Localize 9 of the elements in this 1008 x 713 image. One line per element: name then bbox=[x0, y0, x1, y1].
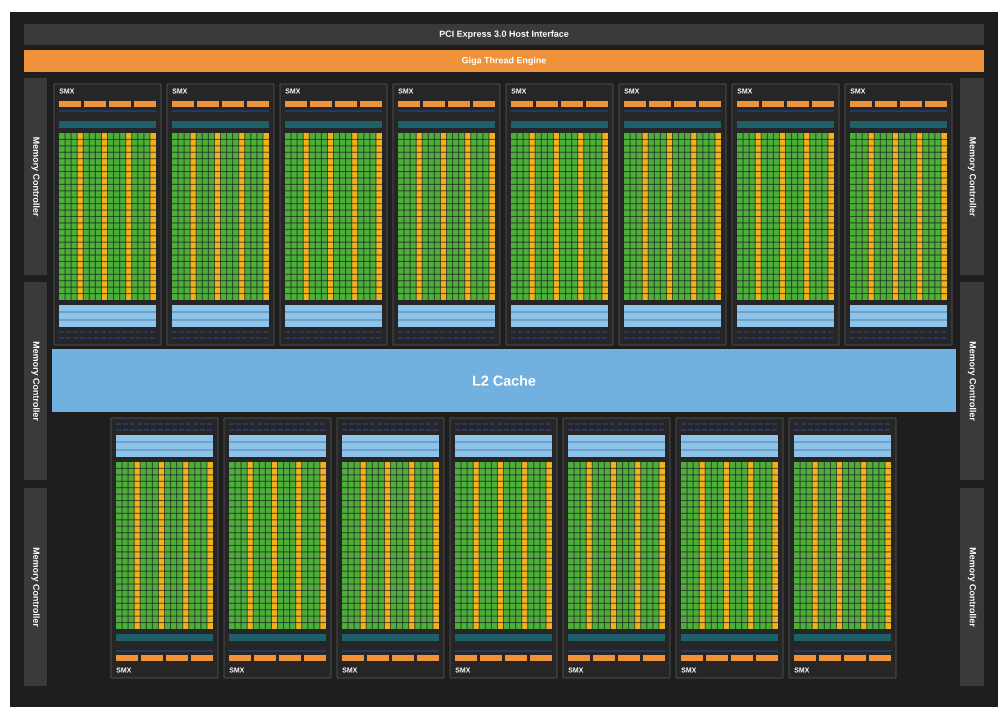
controller-box: Memory Controller bbox=[24, 488, 47, 686]
engine-bar: Giga Thread Engine bbox=[24, 50, 984, 72]
controller-box: Memory Controller bbox=[24, 282, 47, 480]
controller-box: Memory Controller bbox=[960, 488, 984, 686]
controller-box: Memory Controller bbox=[960, 78, 984, 275]
interface-bar: PCI Express 3.0 Host Interface bbox=[24, 24, 984, 45]
cache-bar: L2 Cache bbox=[52, 349, 956, 412]
controller-box: Memory Controller bbox=[960, 282, 984, 480]
controller-box: Memory Controller bbox=[24, 78, 47, 275]
